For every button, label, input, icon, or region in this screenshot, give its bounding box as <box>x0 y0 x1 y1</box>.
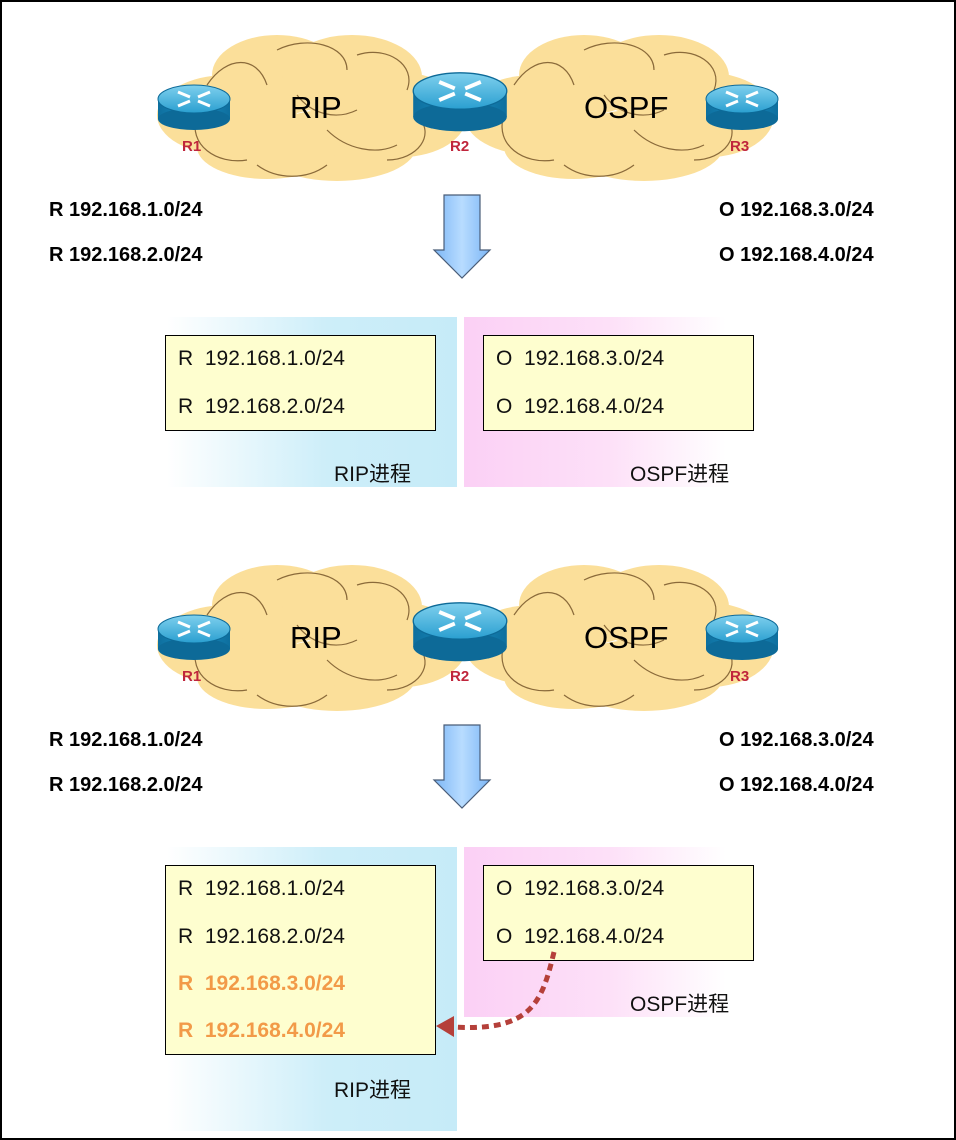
rip-table-entry: R 192.168.2.0/24 <box>178 395 345 418</box>
ospf-routing-table: O 192.168.3.0/24 O 192.168.4.0/24 <box>483 865 754 961</box>
ospf-route-1: O 192.168.3.0/24 <box>719 729 874 751</box>
ospf-network-label: OSPF <box>584 620 669 655</box>
rip-table-entry: R 192.168.1.0/24 <box>178 347 345 370</box>
router-r2-label: R2 <box>450 138 470 155</box>
rip-table-entry: R 192.168.1.0/24 <box>178 877 345 900</box>
router-r1-label: R1 <box>182 138 202 155</box>
router-r3-label: R3 <box>730 668 750 685</box>
rip-route-2: R 192.168.2.0/24 <box>49 774 203 796</box>
ospf-network-label: OSPF <box>584 90 669 125</box>
router-r2-icon <box>411 70 509 134</box>
rip-network-label: RIP <box>290 90 342 125</box>
topology-graphics <box>156 35 780 279</box>
rip-table-entry-redistributed: R 192.168.3.0/24 <box>178 972 345 995</box>
ospf-table-entry: O 192.168.3.0/24 <box>496 347 665 370</box>
rip-routing-table: R 192.168.1.0/24 R 192.168.2.0/24 R 192.… <box>165 865 436 1055</box>
rip-routing-table: R 192.168.1.0/24 R 192.168.2.0/24 <box>165 335 436 431</box>
down-arrow-icon <box>432 724 492 809</box>
router-r3-icon <box>704 613 780 662</box>
ospf-table-entry: O 192.168.4.0/24 <box>496 395 665 418</box>
panel-before-redistribution: RIP OSPF R1 R2 R3 R 192.168.1.0/24 R 192… <box>2 2 954 572</box>
ospf-routing-table: O 192.168.3.0/24 O 192.168.4.0/24 <box>483 335 754 431</box>
router-r3-label: R3 <box>730 138 750 155</box>
topology-graphics <box>156 565 780 809</box>
router-r1-icon <box>156 83 232 132</box>
router-r2-label: R2 <box>450 668 470 685</box>
ospf-process-label: OSPF进程 <box>630 993 730 1016</box>
router-r2-icon <box>411 600 509 664</box>
rip-table-entry: R 192.168.2.0/24 <box>178 925 345 948</box>
rip-network-label: RIP <box>290 620 342 655</box>
ospf-route-2: O 192.168.4.0/24 <box>719 244 874 266</box>
ospf-process-label: OSPF进程 <box>630 463 730 486</box>
rip-route-1: R 192.168.1.0/24 <box>49 199 203 221</box>
router-r1-label: R1 <box>182 668 202 685</box>
rip-table-entry-redistributed: R 192.168.4.0/24 <box>178 1019 345 1042</box>
panel-after-redistribution: RIP OSPF R1 R2 R3 R 192.168.1.0/24 R 192… <box>2 532 954 1131</box>
router-r1-icon <box>156 613 232 662</box>
router-r3-icon <box>704 83 780 132</box>
rip-route-2: R 192.168.2.0/24 <box>49 244 203 266</box>
ospf-route-2: O 192.168.4.0/24 <box>719 774 874 796</box>
rip-process-label: RIP进程 <box>334 463 412 486</box>
ospf-table-entry: O 192.168.4.0/24 <box>496 925 665 948</box>
rip-process-label: RIP进程 <box>334 1079 412 1102</box>
rip-route-1: R 192.168.1.0/24 <box>49 729 203 751</box>
ospf-route-1: O 192.168.3.0/24 <box>719 199 874 221</box>
ospf-table-entry: O 192.168.3.0/24 <box>496 877 665 900</box>
down-arrow-icon <box>432 194 492 279</box>
